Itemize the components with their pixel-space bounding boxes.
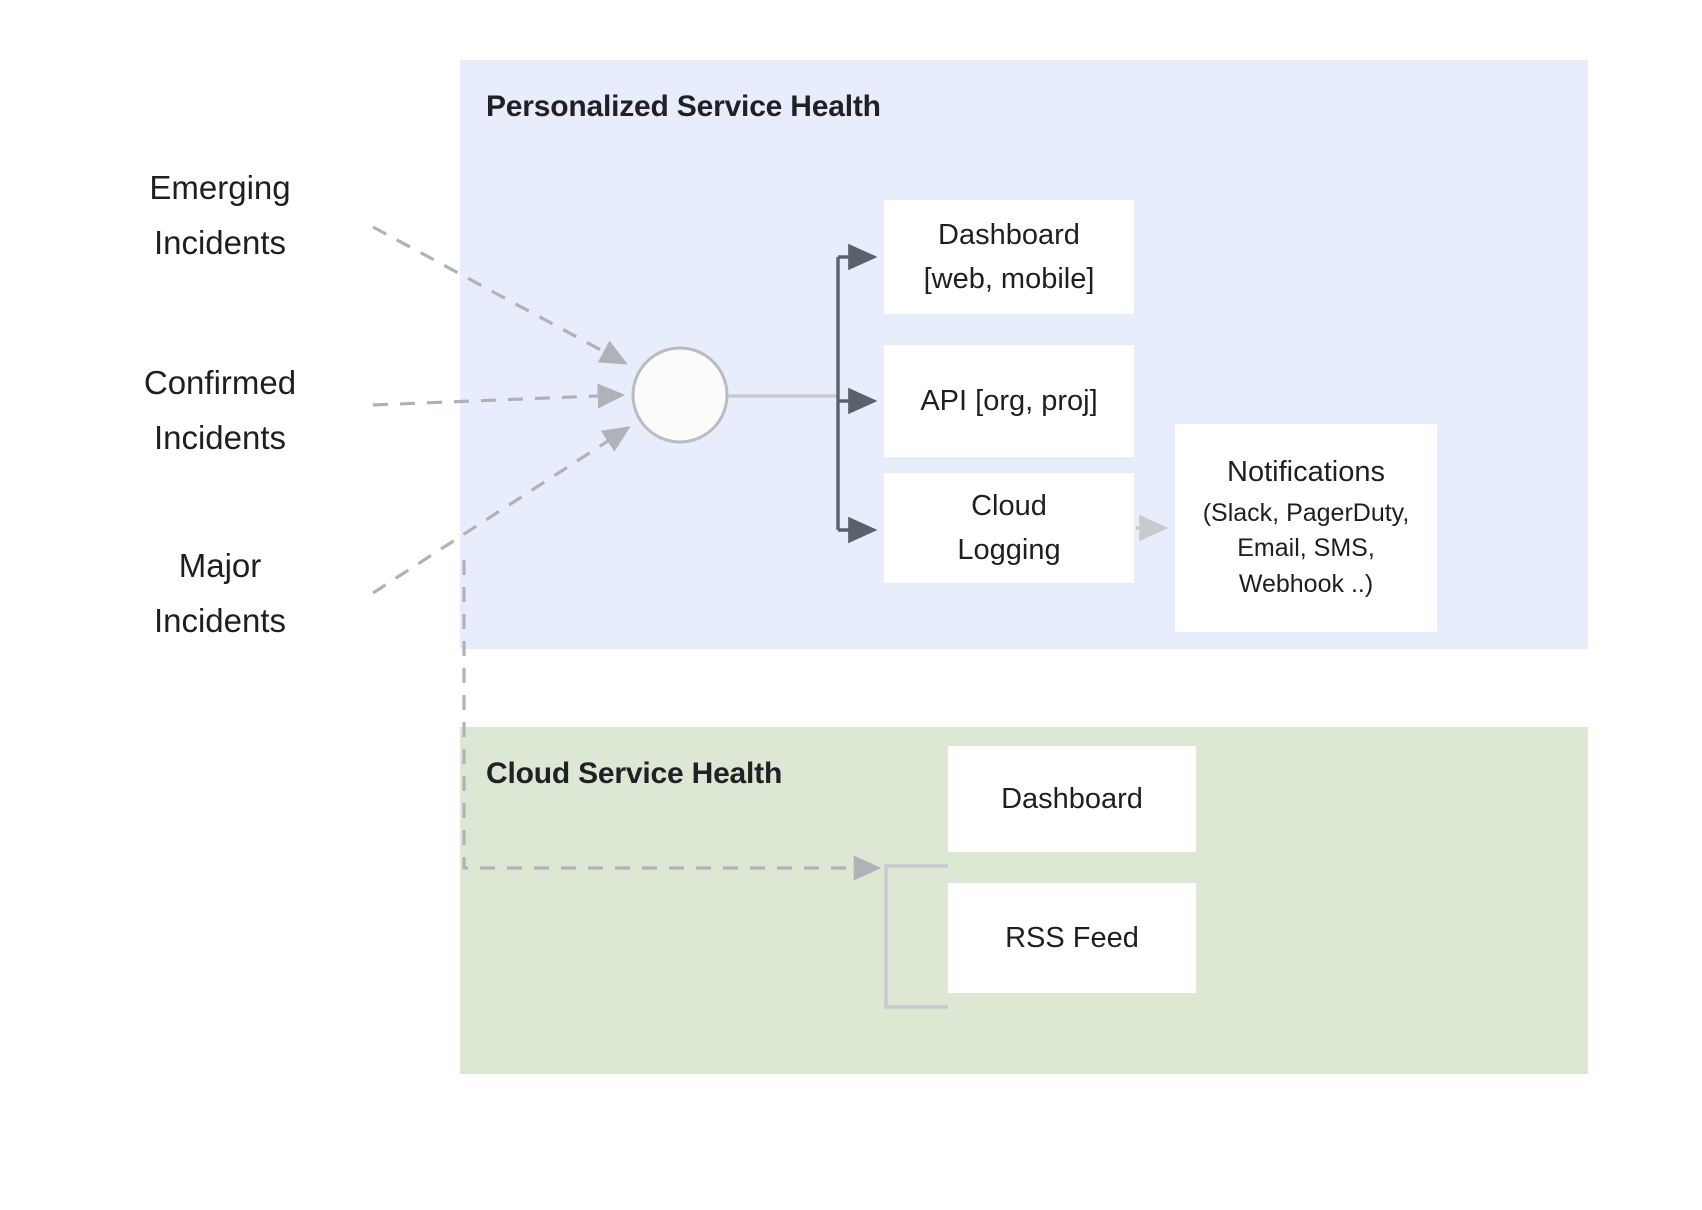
node-notifications-label: Notifications: [1227, 455, 1385, 488]
source-label-emerging-incidents: Emerging Incidents: [149, 169, 291, 262]
source-label-major-incidents: Major Incidents: [153, 547, 287, 640]
node-cloud-dashboard[interactable]: Dashboard: [948, 746, 1196, 852]
node-rss-feed-label: RSS Feed: [1005, 921, 1139, 954]
source-label-confirmed-incidents: Confirmed Incidents: [143, 364, 297, 457]
node-api-org-proj[interactable]: API [org, proj]: [884, 345, 1134, 457]
node-dashboard-web-mobile[interactable]: Dashboard [web, mobile]: [884, 200, 1134, 314]
node-cloud-logging[interactable]: Cloud Logging: [884, 473, 1134, 583]
node-notifications[interactable]: Notifications (Slack, PagerDuty, Email, …: [1175, 424, 1437, 632]
node-cloud-logging-label: Cloud Logging: [957, 489, 1061, 566]
panel-title-cloud-service-health: Cloud Service Health: [486, 757, 783, 790]
panel-title-personalized-service-health: Personalized Service Health: [486, 90, 881, 123]
node-notifications-channels: (Slack, PagerDuty, Email, SMS, Webhook .…: [1202, 498, 1410, 598]
node-dashboard-web-mobile-label: Dashboard [web, mobile]: [923, 218, 1095, 295]
node-api-org-proj-label: API [org, proj]: [920, 384, 1098, 417]
node-rss-feed[interactable]: RSS Feed: [948, 883, 1196, 993]
node-cloud-dashboard-label: Dashboard: [1001, 782, 1143, 815]
